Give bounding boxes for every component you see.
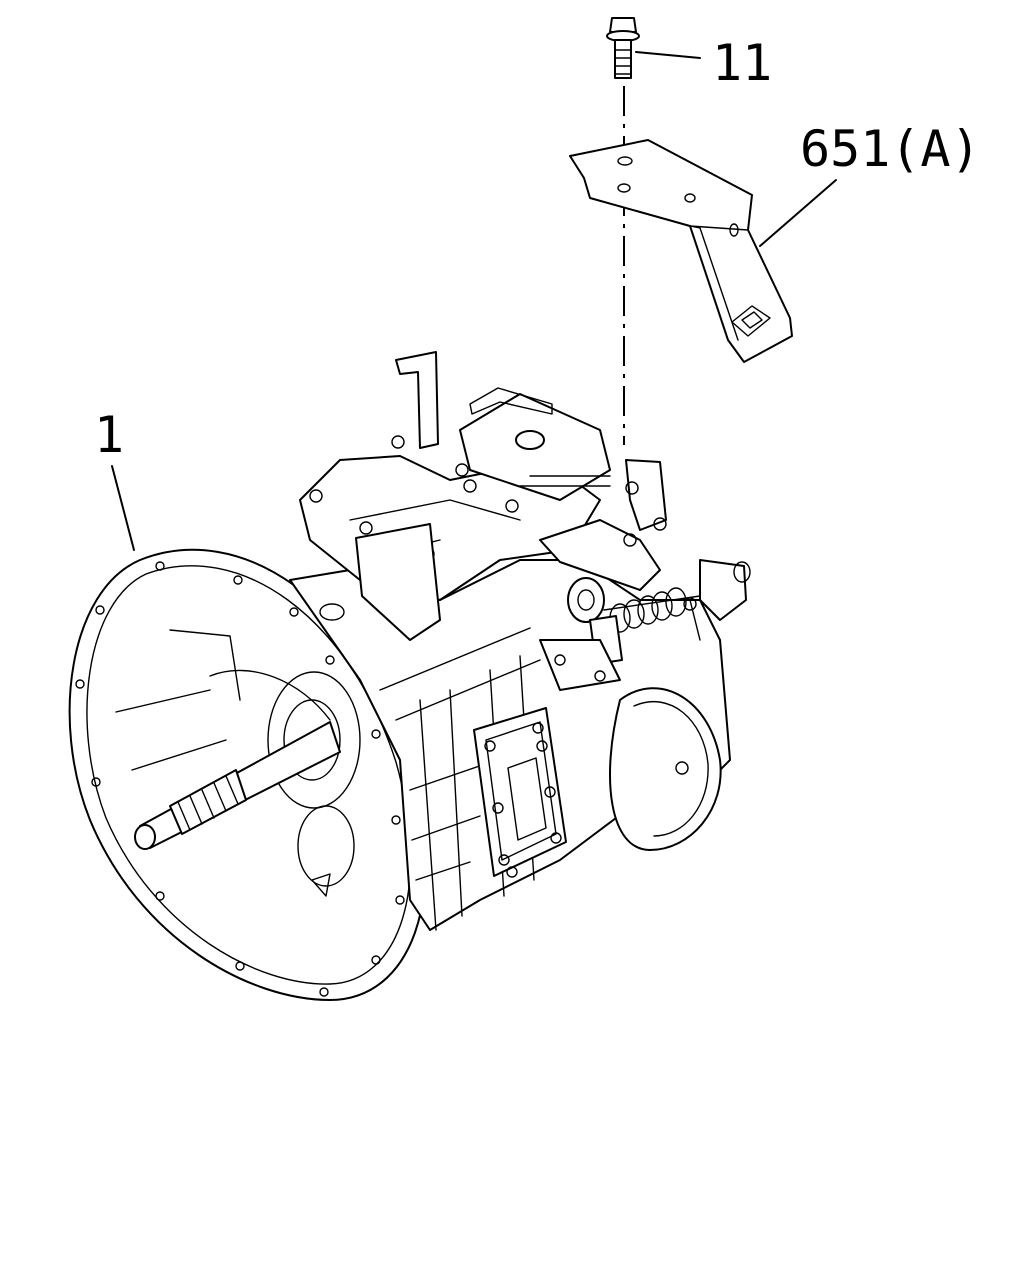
callout-bracket: 651(A) (800, 120, 981, 178)
spring-assembly (539, 577, 701, 691)
flange-bolt-holes (75, 561, 405, 997)
leader-line-transmission (111, 465, 135, 551)
cover-plate (473, 707, 567, 878)
callout-bolt: 11 (712, 34, 772, 92)
input-shaft (134, 721, 341, 850)
bracket-part (569, 139, 793, 363)
bolt-part (606, 17, 640, 79)
callout-transmission: 1 (94, 406, 124, 464)
transmission-part (68, 351, 751, 1001)
shift-linkage (519, 459, 667, 591)
leader-line-bolt (635, 51, 701, 59)
leader-line-bracket (759, 179, 837, 247)
